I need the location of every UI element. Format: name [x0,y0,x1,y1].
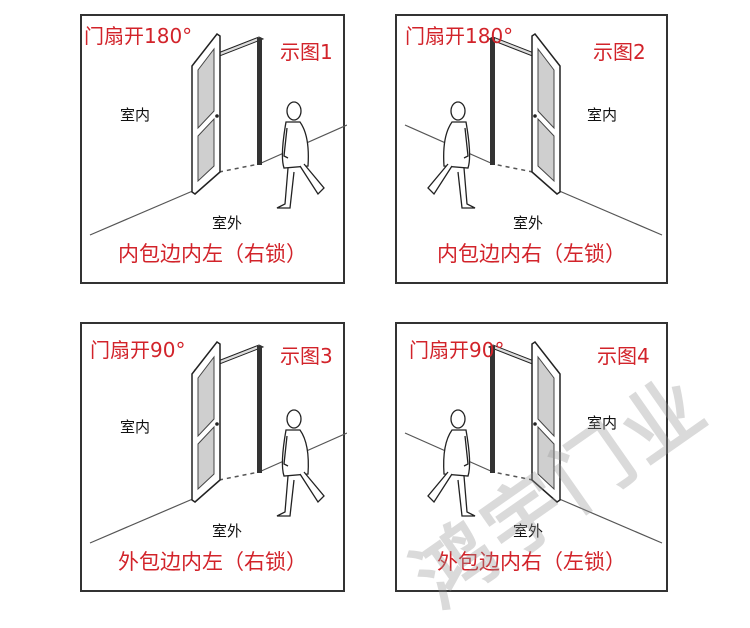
figure-label: 示图3 [280,344,333,368]
caption: 外包边内右（左锁） [437,550,626,574]
caption: 内包边内右（左锁） [437,242,626,266]
outdoor-label: 室外 [513,214,544,232]
angle-label: 门扇开180° [405,24,514,48]
indoor-label: 室内 [120,106,151,124]
angle-label: 门扇开180° [84,24,193,48]
angle-label: 门扇开90° [90,338,186,362]
diagram-panel-2: 门扇开180° 示图2 室内 室外 内包边内右（左锁） [395,14,668,284]
diagram-panel-4: 门扇开90° 示图4 室内 室外 外包边内右（左锁） [395,322,668,592]
diagram-panel-1: 门扇开180° 示图1 室内 室外 内包边内左（右锁） [80,14,347,284]
figure-label: 示图2 [593,40,646,64]
angle-label: 门扇开90° [409,338,505,362]
figure-label: 示图4 [597,344,650,368]
caption: 内包边内左（右锁） [118,242,307,266]
outdoor-label: 室外 [513,522,544,540]
outdoor-label: 室外 [212,214,243,232]
diagram-panel-3: 门扇开90° 示图3 室内 室外 外包边内左（右锁） [80,322,347,592]
indoor-label: 室内 [587,414,618,432]
outdoor-label: 室外 [212,522,243,540]
indoor-label: 室内 [120,418,151,436]
caption: 外包边内左（右锁） [118,550,307,574]
indoor-label: 室内 [587,106,618,124]
figure-label: 示图1 [280,40,333,64]
